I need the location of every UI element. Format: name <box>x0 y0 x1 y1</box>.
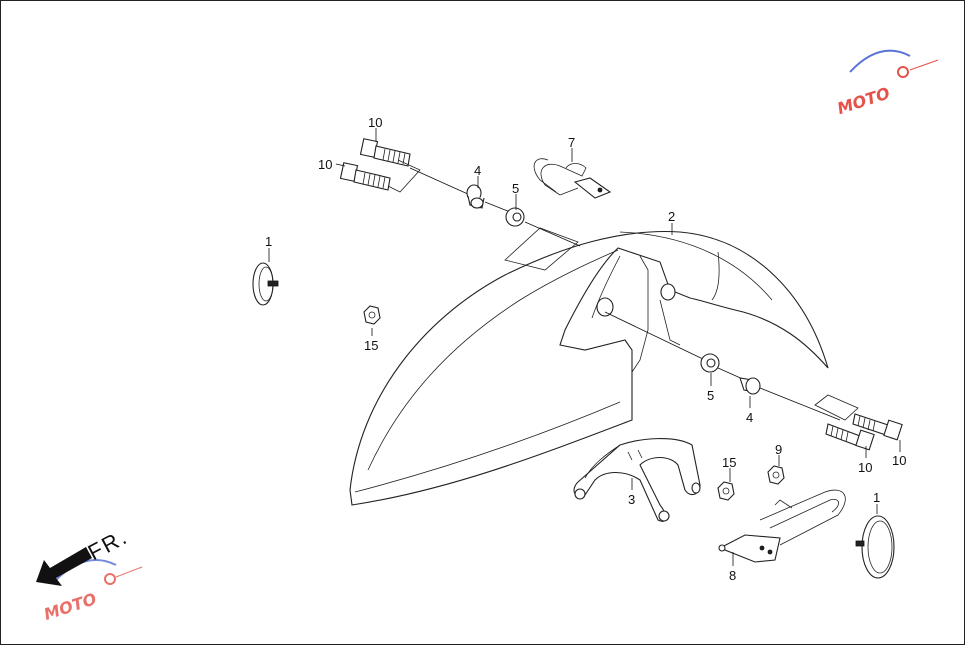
callout-10-c: 10 <box>858 460 872 475</box>
callout-9: 9 <box>775 442 782 457</box>
arrow-left-icon <box>36 547 92 586</box>
callout-10-b: 10 <box>318 157 332 172</box>
callout-1-right: 1 <box>873 490 880 505</box>
part-collar-upper <box>466 184 485 209</box>
callout-7: 7 <box>568 135 575 150</box>
callout-2: 2 <box>668 209 675 224</box>
callout-10-a: 10 <box>368 115 382 130</box>
part-grommet-lower <box>700 353 720 373</box>
part-bolt-lower-b <box>825 423 875 451</box>
part-front-fender <box>349 227 829 506</box>
part-fender-brace <box>573 438 701 522</box>
callout-15-left: 15 <box>364 338 378 353</box>
leader-lines <box>268 128 901 566</box>
part-bracket-upper <box>533 158 612 199</box>
callout-4-bottom: 4 <box>746 410 753 425</box>
callout-15-right: 15 <box>722 455 736 470</box>
callout-4-top: 4 <box>474 163 481 178</box>
watermark-text: MOTO <box>42 589 100 624</box>
part-nut-right <box>717 481 735 501</box>
part-bracket-lower <box>718 489 846 563</box>
callout-10-d: 10 <box>892 453 906 468</box>
callout-8: 8 <box>729 568 736 583</box>
part-bolt-upper-b <box>339 162 391 191</box>
part-grommet-upper <box>505 207 525 227</box>
part-nut-left <box>363 305 381 325</box>
callout-3: 3 <box>628 492 635 507</box>
callout-5-top: 5 <box>512 181 519 196</box>
front-label: FR. <box>84 524 132 566</box>
watermark-text: MOTO <box>835 83 893 118</box>
part-reflector-left <box>252 262 279 306</box>
callout-1-left: 1 <box>265 234 272 249</box>
callout-labels: 1 10 10 4 5 7 2 15 5 4 9 15 3 10 10 8 1 <box>265 115 906 583</box>
callout-5-bottom: 5 <box>707 388 714 403</box>
part-reflector-right <box>855 515 895 579</box>
watermark-logo-top-right: MOTO <box>835 49 939 118</box>
part-nut-9 <box>767 465 785 485</box>
part-bolt-lower-a <box>852 413 903 441</box>
part-collar-lower <box>739 377 761 395</box>
